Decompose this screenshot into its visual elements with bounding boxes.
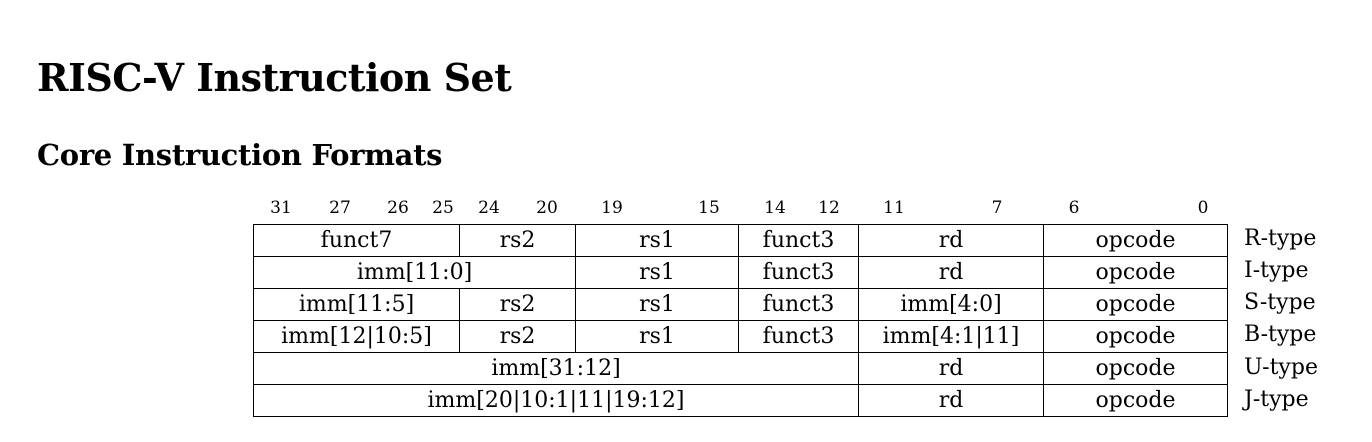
field-cell: rd [858, 256, 1044, 289]
field-cell: rs2 [459, 288, 576, 321]
field-cell: imm[20|10:1|11|19:12] [253, 384, 859, 417]
bit-label: 14 [764, 198, 786, 218]
format-type-label: U-type [1244, 355, 1318, 380]
field-cell: rs1 [575, 320, 739, 353]
field-cell: rd [858, 224, 1044, 257]
format-type-label: I-type [1244, 258, 1309, 283]
field-cell: opcode [1043, 352, 1228, 385]
bit-label: 15 [698, 198, 720, 218]
field-cell: rs1 [575, 256, 739, 289]
table-row-r-type: funct7 rs2 rs1 funct3 rd opcode [253, 224, 1228, 257]
field-cell: opcode [1043, 256, 1228, 289]
field-cell: opcode [1043, 384, 1228, 417]
table-row-b-type: imm[12|10:5] rs2 rs1 funct3 imm[4:1|11] … [253, 320, 1228, 353]
section-heading: Core Instruction Formats [37, 138, 443, 172]
bit-label: 27 [329, 198, 351, 218]
field-cell: funct3 [738, 224, 859, 257]
field-cell: rs2 [459, 320, 576, 353]
field-cell: opcode [1043, 320, 1228, 353]
page-title: RISC-V Instruction Set [37, 55, 512, 100]
bit-label: 0 [1197, 198, 1209, 218]
table-row-i-type: imm[11:0] rs1 funct3 rd opcode [253, 256, 1228, 289]
field-cell: imm[4:0] [858, 288, 1044, 321]
field-cell: imm[12|10:5] [253, 320, 460, 353]
bit-label: 19 [601, 198, 623, 218]
field-cell: rd [858, 352, 1044, 385]
field-cell: rs2 [459, 224, 576, 257]
format-type-label: S-type [1244, 290, 1316, 315]
field-cell: opcode [1043, 288, 1228, 321]
bit-label: 25 [432, 198, 454, 218]
table-row-j-type: imm[20|10:1|11|19:12] rd opcode [253, 384, 1228, 417]
bit-label: 24 [478, 198, 500, 218]
field-cell: imm[11:0] [253, 256, 576, 289]
field-cell: rd [858, 384, 1044, 417]
bit-label: 7 [991, 198, 1003, 218]
bit-label: 31 [270, 198, 292, 218]
field-cell: funct7 [253, 224, 460, 257]
table-row-s-type: imm[11:5] rs2 rs1 funct3 imm[4:0] opcode [253, 288, 1228, 321]
field-cell: funct3 [738, 320, 859, 353]
format-type-label: J-type [1244, 387, 1309, 412]
field-cell: opcode [1043, 224, 1228, 257]
field-cell: rs1 [575, 224, 739, 257]
field-cell: funct3 [738, 256, 859, 289]
bit-label: 12 [818, 198, 840, 218]
field-cell: imm[31:12] [253, 352, 859, 385]
bit-label: 26 [387, 198, 409, 218]
bit-label: 11 [883, 198, 905, 218]
table-row-u-type: imm[31:12] rd opcode [253, 352, 1228, 385]
field-cell: funct3 [738, 288, 859, 321]
field-cell: imm[11:5] [253, 288, 460, 321]
field-cell: imm[4:1|11] [858, 320, 1044, 353]
format-type-label: B-type [1244, 322, 1317, 347]
bit-label: 20 [536, 198, 558, 218]
bit-label: 6 [1068, 198, 1080, 218]
field-cell: rs1 [575, 288, 739, 321]
format-type-label: R-type [1244, 226, 1317, 251]
instruction-format-table: funct7 rs2 rs1 funct3 rd opcode imm[11:0… [253, 224, 1228, 417]
